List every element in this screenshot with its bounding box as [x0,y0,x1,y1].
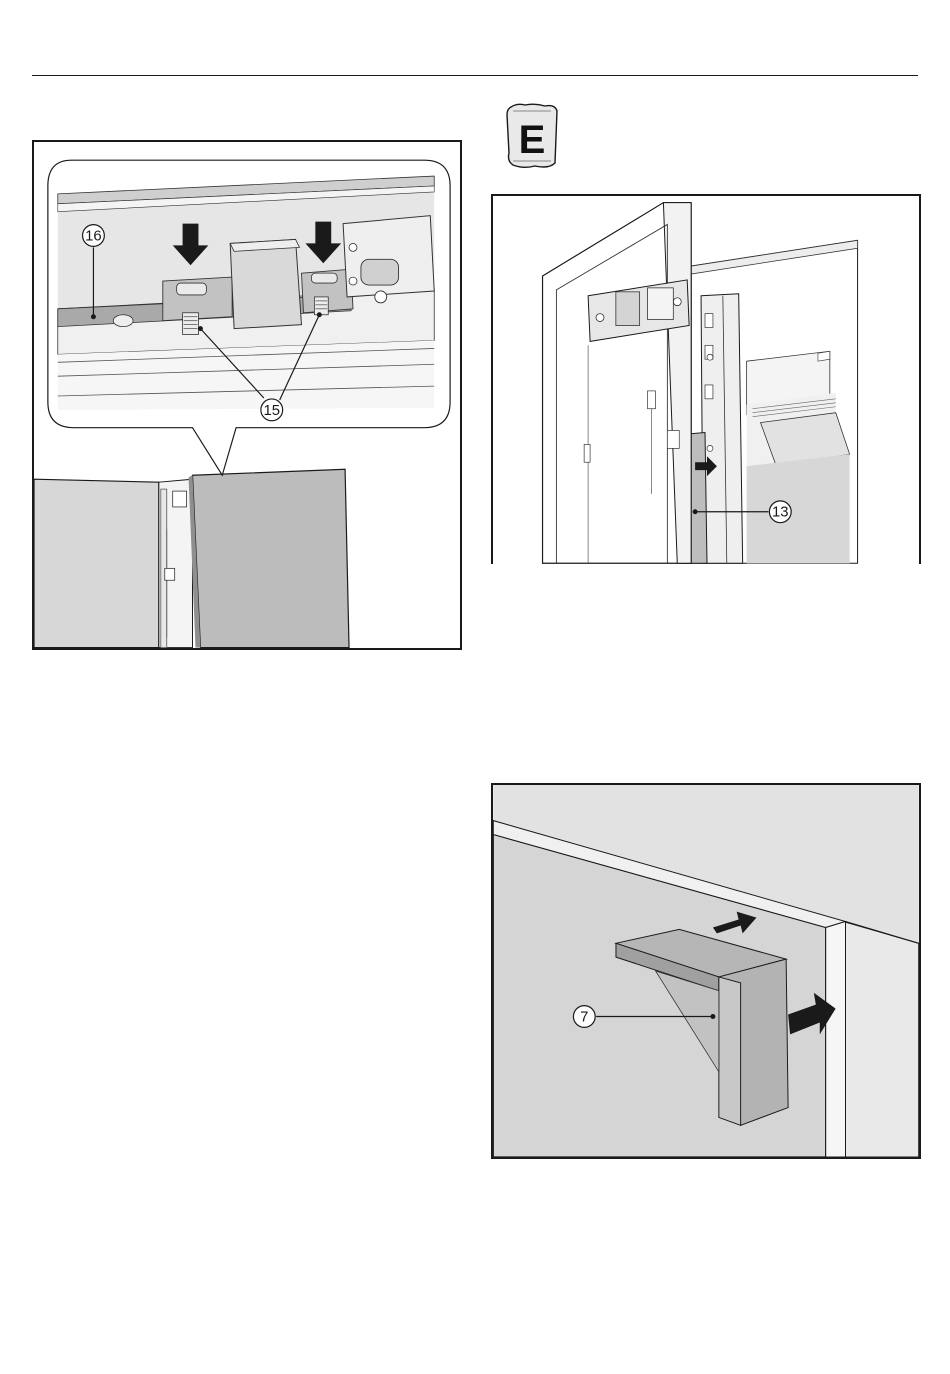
figure-hinge-screws: 16 15 [32,140,462,650]
callout-16: 16 [83,225,105,247]
svg-text:7: 7 [580,1009,588,1025]
hardware-bag-icon: E [505,103,559,169]
svg-text:13: 13 [772,505,789,521]
svg-text:16: 16 [85,228,102,244]
callout-13: 13 [769,501,791,523]
bag-letter: E [519,118,546,162]
zoom-detail [58,176,434,410]
header-rule [32,75,918,76]
figure-corner-block: 7 [491,783,921,1159]
figure-door-frame: 13 [491,194,921,564]
callout-15: 15 [261,399,283,421]
svg-text:15: 15 [264,403,281,419]
callout-7: 7 [573,1006,595,1028]
